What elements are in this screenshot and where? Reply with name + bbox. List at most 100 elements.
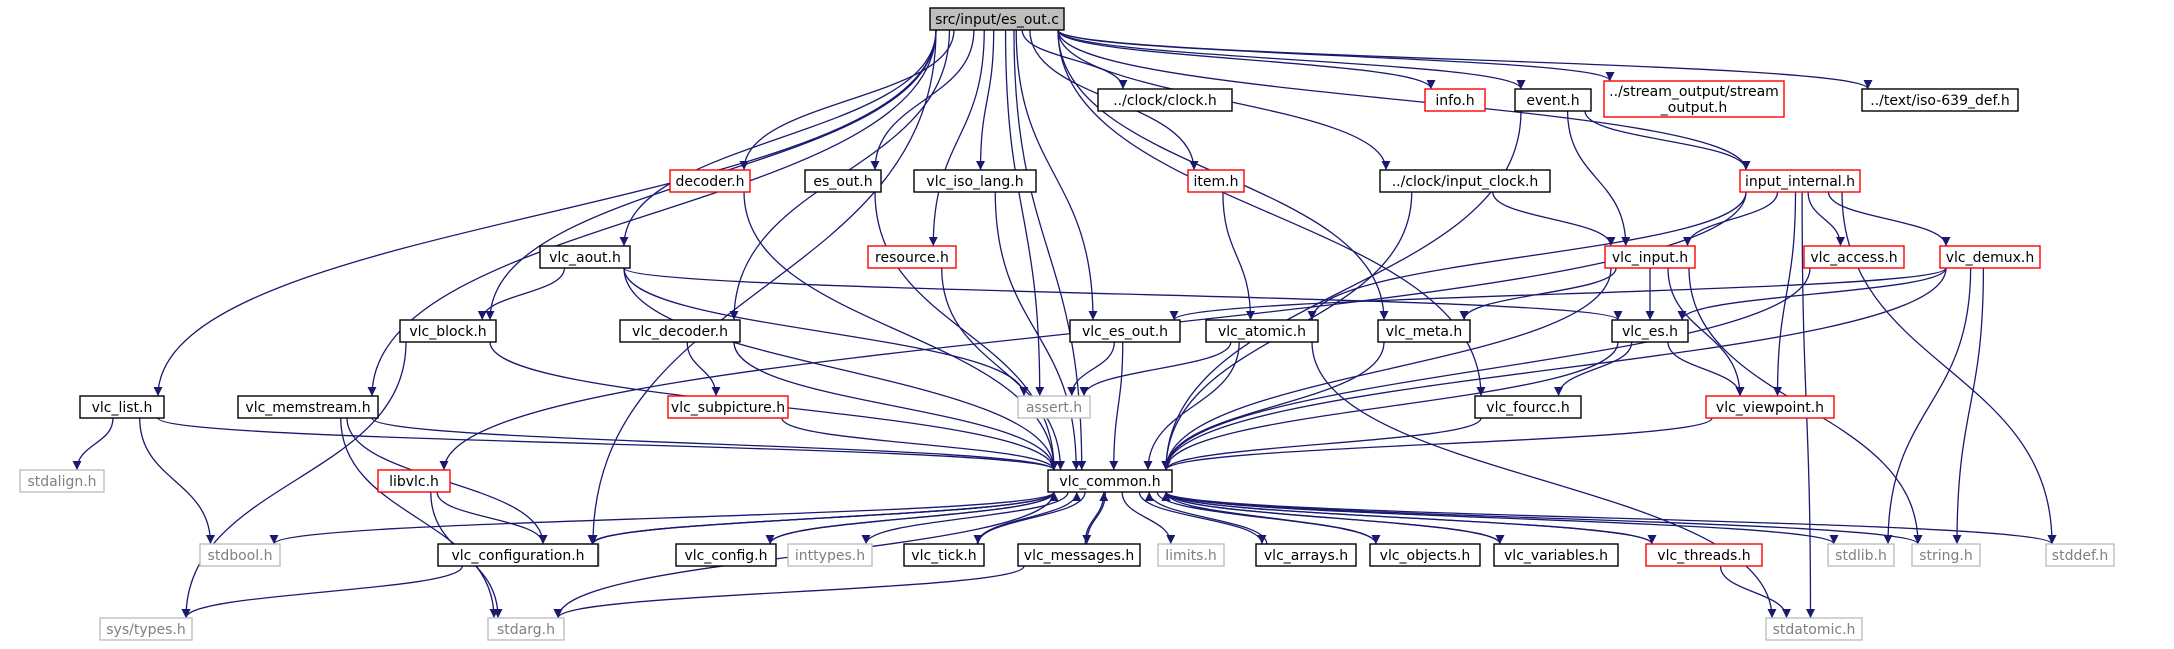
node-stdatomic: stdatomic.h	[1765, 617, 1863, 641]
node-label: vlc_fourcc.h	[1486, 400, 1569, 416]
edge-vlc_fourcc-to-vlc_common	[1161, 417, 1482, 471]
node-label: vlc_objects.h	[1380, 548, 1471, 564]
node-box	[1255, 543, 1357, 567]
node-stream-output[interactable]: ../stream_output/stream_output.h	[1603, 80, 1785, 118]
edge-vlc_common-to-stdbool	[269, 491, 1055, 545]
node-label: stdalign.h	[27, 474, 96, 490]
edge-es_out_c-to-clock	[1021, 29, 1128, 90]
node-item[interactable]: item.h	[1187, 169, 1245, 193]
node-vlc-objects[interactable]: vlc_objects.h	[1369, 543, 1481, 567]
node-vlc-messages[interactable]: vlc_messages.h	[1017, 543, 1141, 567]
node-stdbool: stdbool.h	[199, 543, 281, 567]
node-label: inttypes.h	[795, 548, 865, 564]
node-box	[1803, 245, 1905, 269]
edge-vlc_input-to-vlc_viewpoint	[1667, 267, 1745, 397]
node-box	[1514, 88, 1592, 112]
node-box	[1604, 245, 1696, 269]
node-vlc-subpicture[interactable]: vlc_subpicture.h	[667, 395, 789, 419]
edge-vlc_aout-to-vlc_common	[623, 267, 1059, 471]
node-vlc-config[interactable]: vlc_config.h	[675, 543, 777, 567]
node-box	[1377, 319, 1471, 343]
node-vlc-list[interactable]: vlc_list.h	[79, 395, 165, 419]
edge-vlc_config-to-vlc_common	[769, 491, 1059, 545]
edge-libvlc-to-stdio	[436, 491, 548, 545]
node-label: vlc_aout.h	[549, 250, 621, 266]
node-vlc-input[interactable]: vlc_input.h	[1604, 245, 1696, 269]
node-iso-639[interactable]: ../text/iso-639_def.h	[1861, 88, 2019, 112]
node-inttypes: inttypes.h	[787, 543, 873, 567]
node-vlc-atomic[interactable]: vlc_atomic.h	[1205, 319, 1319, 343]
node-box	[913, 169, 1037, 193]
node-box	[1911, 543, 1981, 567]
node-sys-types: sys/types.h	[99, 617, 193, 641]
node-label: src/input/es_out.c	[935, 12, 1059, 28]
edge-resource-to-vlc_common	[941, 267, 1065, 471]
node-vlc-tick[interactable]: vlc_tick.h	[903, 543, 985, 567]
edge-vlc_block-to-sys_types	[181, 341, 407, 619]
edge-vlc_atomic-to-stdatomic	[1311, 341, 1777, 619]
node-label: stdbool.h	[208, 548, 273, 564]
node-box	[1424, 88, 1486, 112]
node-clock[interactable]: ../clock/clock.h	[1097, 88, 1233, 112]
node-vlc-arrays[interactable]: vlc_arrays.h	[1255, 543, 1357, 567]
edge-vlc_subpicture-to-vlc_common	[781, 417, 1059, 471]
node-vlc-memstream[interactable]: vlc_memstream.h	[237, 395, 379, 419]
node-label: vlc_meta.h	[1386, 324, 1463, 340]
node-vlc-decoder[interactable]: vlc_decoder.h	[619, 319, 741, 343]
edge-input_internal-to-stddef	[1841, 191, 2057, 545]
node-resource[interactable]: resource.h	[867, 245, 957, 269]
node-vlc-variables[interactable]: vlc_variables.h	[1493, 543, 1619, 567]
node-vlc-iso-lang[interactable]: vlc_iso_lang.h	[913, 169, 1037, 193]
node-vlc-es[interactable]: vlc_es.h	[1611, 319, 1689, 343]
node-vlc-aout[interactable]: vlc_aout.h	[539, 245, 631, 269]
node-label: vlc_tick.h	[911, 548, 976, 564]
node-vlc-block[interactable]: vlc_block.h	[399, 319, 497, 343]
edge-es_out_c-to-assert	[1004, 29, 1045, 397]
node-libvlc[interactable]: libvlc.h	[377, 469, 451, 493]
edge-vlc_messages-to-vlc_common	[1084, 491, 1109, 545]
edge-es_out_c-to-vlc_iso_lang	[976, 29, 995, 171]
node-es-out-c[interactable]: src/input/es_out.c	[929, 7, 1065, 31]
edge-vlc_list-to-stdalign	[72, 417, 114, 471]
edge-vlc_common-to-string	[1165, 491, 1923, 545]
edge-es_out_c-to-vlc_aout	[619, 29, 937, 247]
node-box	[1047, 469, 1173, 493]
node-label: vlc_es.h	[1622, 324, 1678, 340]
edge-vlc_aout-to-vlc_block	[477, 267, 566, 321]
node-box	[675, 543, 777, 567]
node-box	[487, 617, 565, 641]
edge-input_internal-to-vlc_access	[1807, 191, 1845, 247]
edge-vlc_common-to-vlc_tick	[973, 491, 1086, 545]
node-es-out[interactable]: es_out.h	[804, 169, 882, 193]
node-label: ../stream_output/stream	[1609, 84, 1779, 100]
node-event[interactable]: event.h	[1514, 88, 1592, 112]
node-vlc-meta[interactable]: vlc_meta.h	[1377, 319, 1471, 343]
node-input-clock[interactable]: ../clock/input_clock.h	[1379, 169, 1551, 193]
node-box	[377, 469, 451, 493]
node-box	[1157, 543, 1225, 567]
node-vlc-fourcc[interactable]: vlc_fourcc.h	[1474, 395, 1582, 419]
node-box	[1097, 88, 1233, 112]
node-vlc-threads[interactable]: vlc_threads.h	[1645, 543, 1763, 567]
node-vlc-configuration[interactable]: vlc_configuration.h	[437, 543, 599, 567]
node-decoder[interactable]: decoder.h	[669, 169, 751, 193]
node-vlc-es-out[interactable]: vlc_es_out.h	[1069, 319, 1181, 343]
node-box	[19, 469, 105, 493]
node-label: vlc_configuration.h	[451, 548, 584, 564]
node-label: vlc_input.h	[1612, 250, 1688, 266]
node-label: vlc_block.h	[409, 324, 486, 340]
edge-vlc_demux-to-string	[1952, 267, 1985, 545]
node-vlc-demux[interactable]: vlc_demux.h	[1939, 245, 2041, 269]
node-box	[1369, 543, 1481, 567]
edge-vlc_objects-to-vlc_common	[1161, 491, 1377, 545]
edge-decoder-to-vlc_common	[743, 191, 1059, 471]
node-vlc-access[interactable]: vlc_access.h	[1803, 245, 1905, 269]
edge-vlc_iso_lang-to-vlc_common	[994, 191, 1081, 471]
node-info[interactable]: info.h	[1424, 88, 1486, 112]
node-vlc-viewpoint[interactable]: vlc_viewpoint.h	[1705, 395, 1835, 419]
node-label: vlc_demux.h	[1946, 250, 2035, 266]
node-vlc-common[interactable]: vlc_common.h	[1047, 469, 1173, 493]
node-input-internal[interactable]: input_internal.h	[1739, 169, 1861, 193]
node-box	[903, 543, 985, 567]
